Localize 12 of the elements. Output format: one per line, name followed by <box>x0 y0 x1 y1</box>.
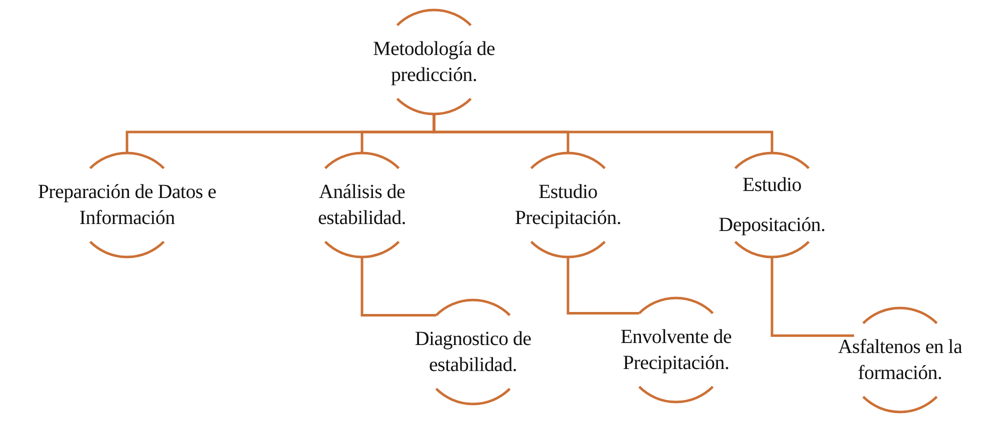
connector-line <box>360 257 436 316</box>
node-text: Preparación de Datos e Información <box>36 180 218 231</box>
connector-line <box>770 257 854 337</box>
node-text: Análisis de estabilidad. <box>316 180 408 231</box>
node-text: Estudio Precipitación. <box>514 180 622 231</box>
connector-line <box>566 257 640 314</box>
node-text: Asfaltenos en la formación. <box>836 335 964 386</box>
node-text: Metodología de predicción. <box>372 37 496 88</box>
node-text: Envolvente de Precipitación. <box>619 325 733 376</box>
node-text: Diagnostico de estabilidad. <box>414 327 532 378</box>
node-text: Estudio Depositación. <box>718 173 826 238</box>
connector-line <box>432 114 774 153</box>
